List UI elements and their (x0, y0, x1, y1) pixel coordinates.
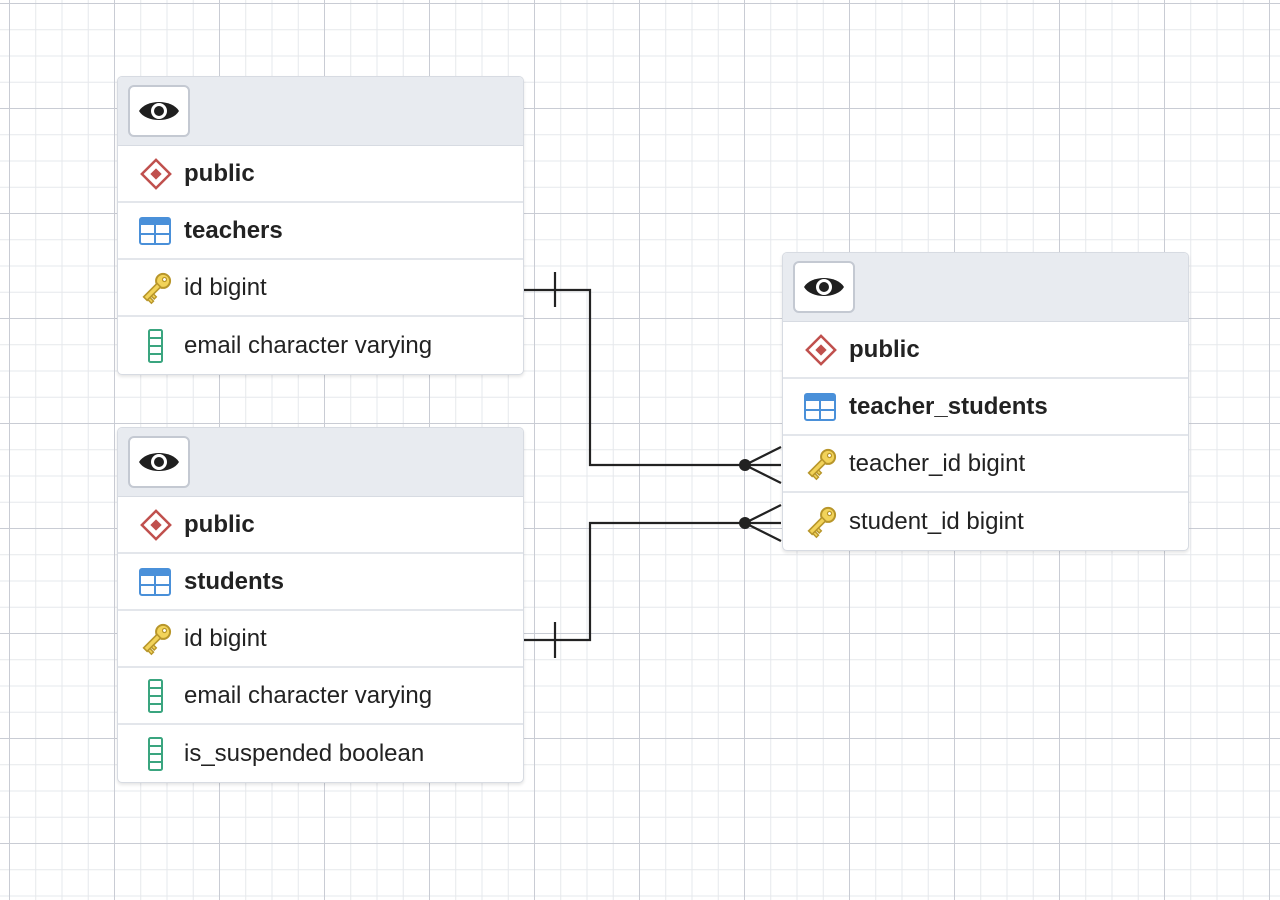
column-row[interactable]: is_suspended boolean (118, 725, 523, 782)
primary-key-icon (803, 504, 839, 540)
schema-label: public (849, 335, 920, 363)
crowfoot-marker (744, 464, 782, 484)
column-row[interactable]: id bigint (118, 611, 523, 668)
view-toggle-button[interactable] (793, 261, 855, 313)
table-icon (803, 389, 839, 425)
eye-icon (139, 453, 179, 471)
relationship-students-teacher-students[interactable] (522, 504, 782, 658)
primary-key-icon (803, 446, 839, 482)
view-toggle-button[interactable] (128, 85, 190, 137)
schema-row[interactable]: public (118, 146, 523, 203)
eye-icon (139, 102, 179, 120)
table-node-teachers[interactable]: public teachers id bigint email characte… (117, 76, 524, 375)
table-header (118, 77, 523, 146)
column-row[interactable]: id bigint (118, 260, 523, 317)
column-icon (138, 678, 174, 714)
table-header (783, 253, 1188, 322)
primary-key-icon (138, 621, 174, 657)
crowfoot-dot (739, 517, 751, 529)
crowfoot-dot (739, 459, 751, 471)
table-node-students[interactable]: public students id bigint email characte… (117, 427, 524, 783)
crowfoot-marker (744, 446, 782, 466)
eye-icon (804, 278, 844, 296)
relationship-teachers-teacher-students[interactable] (522, 272, 782, 484)
schema-icon (803, 332, 839, 368)
table-name-row[interactable]: teacher_students (783, 379, 1188, 436)
column-icon (138, 328, 174, 364)
table-name: teachers (184, 216, 283, 244)
schema-row[interactable]: public (783, 322, 1188, 379)
table-name: students (184, 567, 285, 595)
column-icon (138, 736, 174, 772)
column-label: email character varying (184, 331, 433, 359)
column-label: teacher_id bigint (849, 449, 1026, 477)
column-row[interactable]: student_id bigint (783, 493, 1188, 550)
column-label: is_suspended boolean (184, 739, 425, 767)
schema-icon (138, 156, 174, 192)
crowfoot-marker (744, 522, 782, 542)
table-node-teacher-students[interactable]: public teacher_students teacher_id bigin… (782, 252, 1189, 551)
schema-row[interactable]: public (118, 497, 523, 554)
table-name-row[interactable]: students (118, 554, 523, 611)
schema-label: public (184, 159, 255, 187)
table-icon (138, 213, 174, 249)
column-row[interactable]: teacher_id bigint (783, 436, 1188, 493)
table-name-row[interactable]: teachers (118, 203, 523, 260)
column-label: id bigint (184, 273, 267, 301)
view-toggle-button[interactable] (128, 436, 190, 488)
column-label: id bigint (184, 624, 267, 652)
relationship-line (522, 521, 745, 642)
column-label: student_id bigint (849, 507, 1024, 535)
column-row[interactable]: email character varying (118, 317, 523, 374)
schema-label: public (184, 510, 255, 538)
crowfoot-marker (744, 504, 782, 524)
table-icon (138, 564, 174, 600)
table-name: teacher_students (849, 392, 1048, 420)
table-header (118, 428, 523, 497)
column-label: email character varying (184, 681, 433, 709)
column-row[interactable]: email character varying (118, 668, 523, 725)
schema-icon (138, 507, 174, 543)
primary-key-icon (138, 270, 174, 306)
relationship-line (522, 288, 745, 467)
